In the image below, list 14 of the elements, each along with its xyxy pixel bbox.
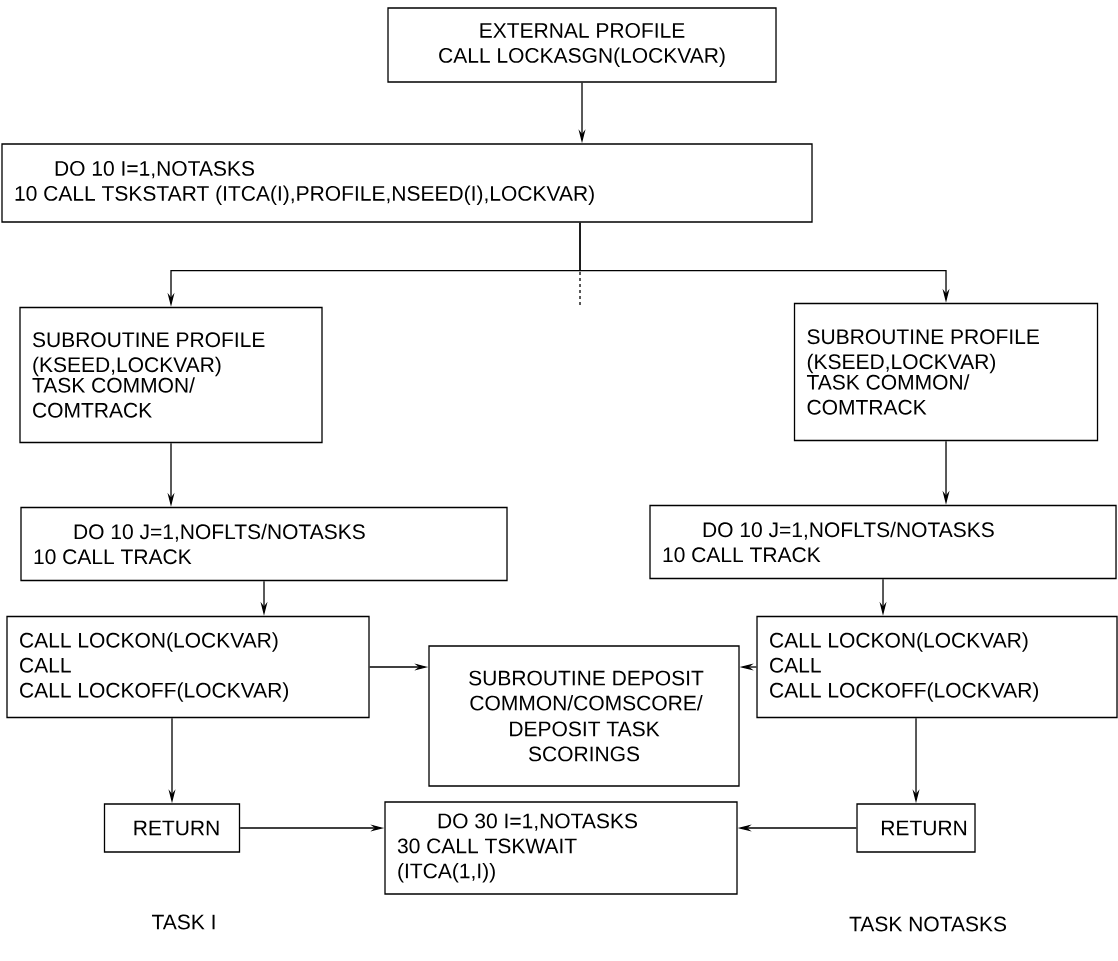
code-box: CALL LOCKON(LOCKVAR) CALL CALL LOCKOFF(LOCKVAR)	[6, 615, 370, 719]
code-box: CALL LOCKON(LOCKVAR) CALL CALL LOCKOFF(LOCKVAR)	[756, 615, 1118, 719]
code-box: DO 10 I=1,NOTASKS 10 CALL TSKSTART (ITCA(I),PROFILE,NSEED(I),LOCKVAR)	[1, 143, 813, 223]
task-label: TASK I	[152, 914, 215, 930]
code-box: SUBROUTINE PROFILE (KSEED,LOCKVAR) TASK COMMON/ COMTRACK	[793, 302, 1099, 442]
code-box: RETURN	[856, 803, 976, 853]
code-box: SUBROUTINE DEPOSIT COMMON/COMSCORE/ DEPOSIT TASK SCORINGS	[428, 645, 740, 787]
code-box: EXTERNAL PROFILE CALL LOCKASGN(LOCKVAR)	[387, 7, 777, 83]
code-box: SUBROUTINE PROFILE (KSEED,LOCKVAR) TASK COMMON/ COMTRACK	[19, 306, 323, 444]
task-label: TASK NOTASKS	[849, 916, 1007, 932]
code-box: DO 10 J=1,NOFLTS/NOTASKS 10 CALL TRACK	[649, 504, 1117, 580]
code-box: DO 10 J=1,NOFLTS/NOTASKS 10 CALL TRACK	[20, 506, 508, 582]
code-box: RETURN	[103, 803, 241, 853]
code-box: DO 30 I=1,NOTASKS 30 CALL TSKWAIT (ITCA(1,I))	[384, 801, 738, 895]
